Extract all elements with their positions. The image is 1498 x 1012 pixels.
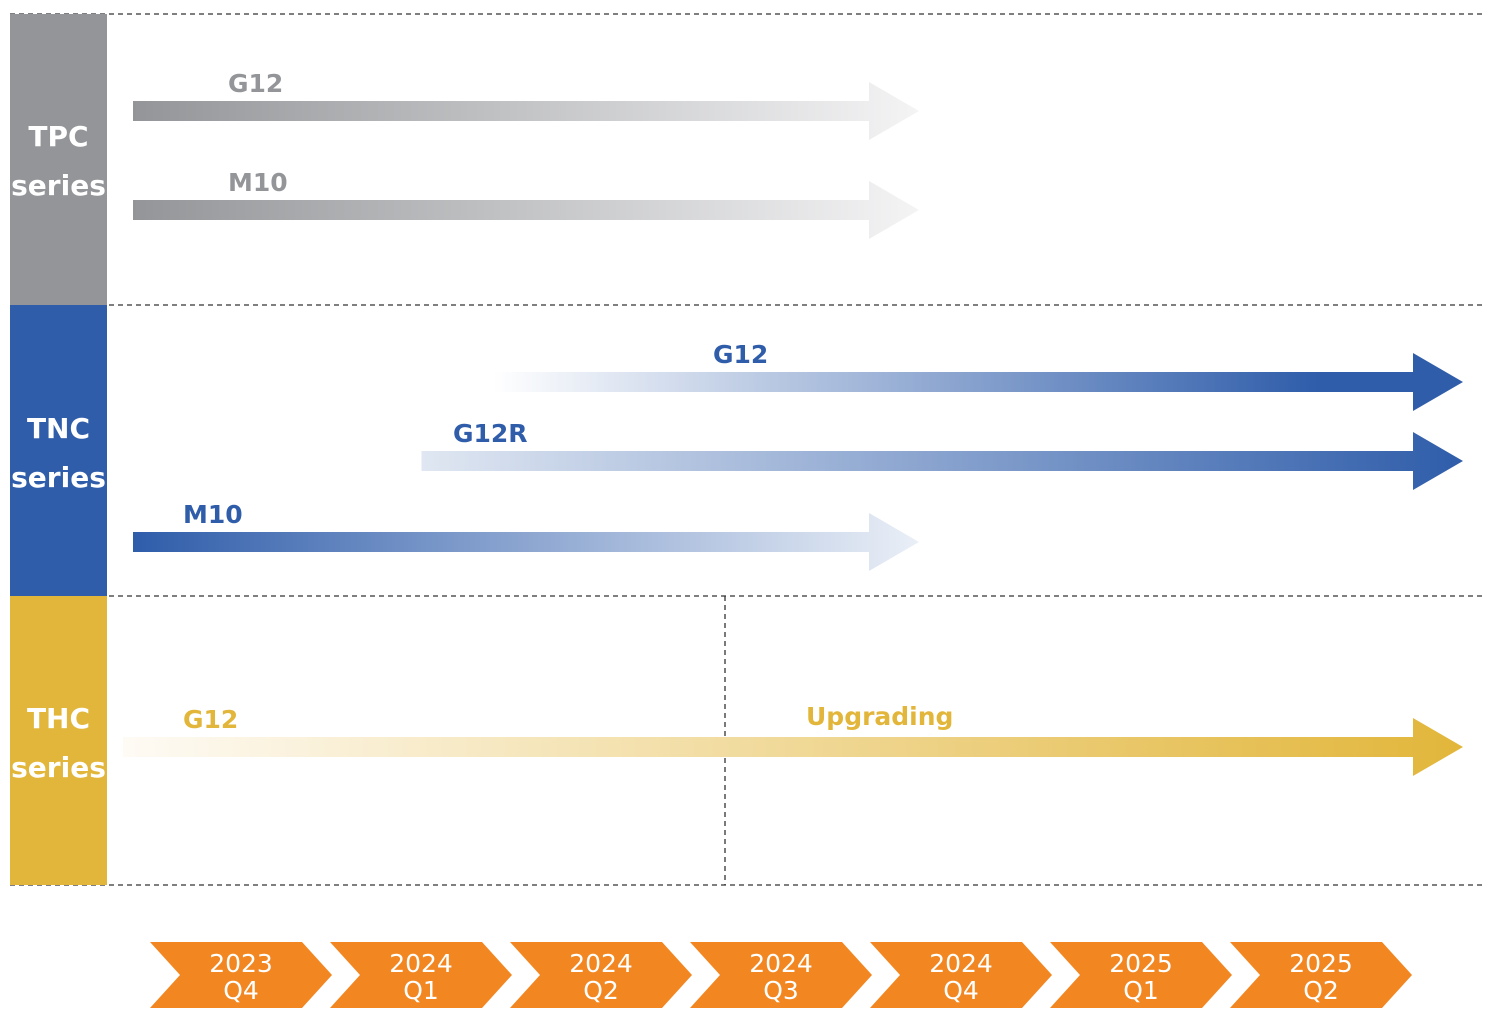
series-tpc-bar <box>10 14 107 305</box>
arrow-tpc-g12-label: G12 <box>228 69 283 98</box>
quarter-4-q: Q4 <box>943 976 979 1005</box>
series-tpc-label-line2: series <box>11 169 106 202</box>
quarter-1-q: Q1 <box>403 976 439 1005</box>
arrow-tnc-g12r-shape <box>421 432 1464 490</box>
quarter-chevron-3: 2024 Q3 <box>690 942 872 1008</box>
arrow-tpc-m10-label: M10 <box>228 168 288 197</box>
quarter-chevron-0-shape <box>150 942 332 1008</box>
quarter-chevron-5-shape <box>1050 942 1232 1008</box>
series-thc-label-line1: THC <box>27 702 90 735</box>
series-tnc-block: TNC series <box>10 305 107 596</box>
arrow-tpc-g12-shape <box>133 82 919 140</box>
arrow-thc-g12: G12 Upgrading <box>123 702 1463 776</box>
arrows-layer: G12 M10 G12 G12R M10 G12 Upgrading <box>123 69 1464 776</box>
quarter-chevron-4: 2024 Q4 <box>870 942 1052 1008</box>
arrow-tpc-m10: M10 <box>133 168 919 239</box>
arrow-tnc-g12: G12 <box>493 340 1464 411</box>
series-thc-label-line2: series <box>11 751 106 784</box>
arrow-thc-upgrading-annotation: Upgrading <box>806 702 953 731</box>
arrow-tpc-m10-shape <box>133 181 919 239</box>
quarter-0-year: 2023 <box>209 949 273 978</box>
series-thc-block: THC series <box>10 596 107 885</box>
quarter-chevron-2: 2024 Q2 <box>510 942 692 1008</box>
quarter-chevron-5: 2025 Q1 <box>1050 942 1232 1008</box>
arrow-tnc-g12r-label: G12R <box>453 419 528 448</box>
arrow-tnc-m10: M10 <box>133 500 919 571</box>
quarter-3-year: 2024 <box>749 949 813 978</box>
quarter-chevron-6-shape <box>1230 942 1412 1008</box>
quarter-timeline: 2023 Q4 2024 Q1 2024 Q2 2024 Q3 2024 Q4 … <box>150 942 1412 1008</box>
quarter-chevron-4-shape <box>870 942 1052 1008</box>
arrow-tnc-g12-shape <box>493 353 1464 411</box>
arrow-tnc-g12r: G12R <box>421 419 1464 490</box>
series-tnc-label-line1: TNC <box>27 412 90 445</box>
series-tpc-block: TPC series <box>10 14 107 305</box>
quarter-chevron-2-shape <box>510 942 692 1008</box>
quarter-3-q: Q3 <box>763 976 799 1005</box>
quarter-chevron-3-shape <box>690 942 872 1008</box>
series-tnc-label-line2: series <box>11 461 106 494</box>
arrow-tnc-g12-label: G12 <box>713 340 768 369</box>
quarter-6-q: Q2 <box>1303 976 1339 1005</box>
arrow-thc-g12-label: G12 <box>183 705 238 734</box>
arrow-thc-g12-shape <box>123 718 1463 776</box>
quarter-chevron-0: 2023 Q4 <box>150 942 332 1008</box>
series-tpc-label-line1: TPC <box>28 120 88 153</box>
quarter-4-year: 2024 <box>929 949 993 978</box>
quarter-chevron-6: 2025 Q2 <box>1230 942 1412 1008</box>
arrow-tnc-m10-label: M10 <box>183 500 243 529</box>
quarter-5-year: 2025 <box>1109 949 1173 978</box>
quarter-0-q: Q4 <box>223 976 259 1005</box>
series-thc-bar <box>10 596 107 885</box>
quarter-1-year: 2024 <box>389 949 453 978</box>
series-tnc-bar <box>10 305 107 596</box>
quarter-2-year: 2024 <box>569 949 633 978</box>
quarter-chevron-1: 2024 Q1 <box>330 942 512 1008</box>
arrow-tnc-m10-shape <box>133 513 919 571</box>
quarter-6-year: 2025 <box>1289 949 1353 978</box>
arrow-tpc-g12: G12 <box>133 69 919 140</box>
quarter-2-q: Q2 <box>583 976 619 1005</box>
quarter-5-q: Q1 <box>1123 976 1159 1005</box>
quarter-chevron-1-shape <box>330 942 512 1008</box>
